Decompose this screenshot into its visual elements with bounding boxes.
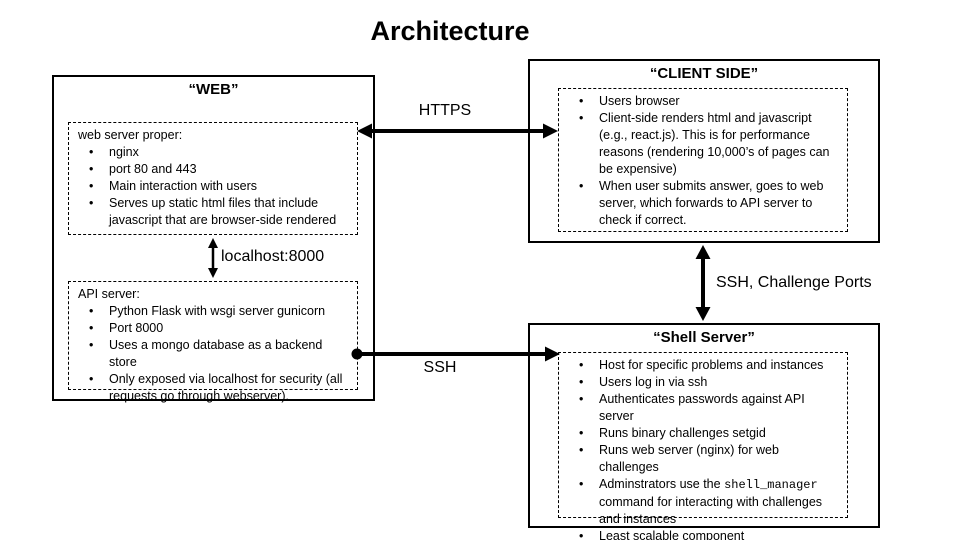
client-panel: Users browser Client-side renders html a… <box>558 88 848 232</box>
web-box: “WEB” web server proper: nginx port 80 a… <box>52 75 375 403</box>
page-title: Architecture <box>370 16 530 46</box>
bullet-item: Uses a mongo database as a backend store <box>78 337 352 371</box>
bullet-item: nginx <box>78 144 352 161</box>
bullet-item: Client-side renders html and javascript … <box>568 110 842 178</box>
shell-panel: Host for specific problems and instances… <box>558 352 848 540</box>
api-server-panel: API server: Python Flask with wsgi serve… <box>68 281 358 403</box>
bullet-item: port 80 and 443 <box>78 161 352 178</box>
client-box: “CLIENT SIDE” Users browser Client-side … <box>528 59 880 243</box>
shell-box: “Shell Server” Host for specific problem… <box>528 323 880 540</box>
bullet-item: Port 8000 <box>78 320 352 337</box>
shell-manager-code: shell_manager <box>724 478 818 492</box>
localhost-label: localhost:8000 <box>221 248 325 265</box>
bullet-item: Users log in via ssh <box>568 374 842 391</box>
bullet-item: Serves up static html files that include… <box>78 195 352 229</box>
bullet-item: Least scalable component <box>568 528 842 540</box>
https-label: HTTPS <box>418 102 472 119</box>
admin-text-before: Adminstrators use the <box>599 477 725 491</box>
shell-bullets: Host for specific problems and instances… <box>568 357 842 540</box>
ssh-challenge-label: SSH, Challenge Ports <box>716 274 872 291</box>
ssh-challenge-arrow <box>695 245 711 321</box>
admin-text-after: command for interacting with challenges … <box>599 495 823 526</box>
shell-box-heading: “Shell Server” <box>653 329 755 346</box>
bullet-item: When user submits answer, goes to web se… <box>568 178 842 229</box>
bullet-item: Python Flask with wsgi server gunicorn <box>78 303 352 320</box>
web-server-panel: web server proper: nginx port 80 and 443… <box>68 122 358 235</box>
bullet-item: Runs binary challenges setgid <box>568 425 842 442</box>
bullet-item: Users browser <box>568 93 842 110</box>
client-box-heading: “CLIENT SIDE” <box>649 65 759 82</box>
bullet-item: Authenticates passwords against API serv… <box>568 391 842 425</box>
bullet-item-admin: Adminstrators use the shell_manager comm… <box>568 476 842 528</box>
api-server-label: API server: <box>78 287 140 301</box>
ssh-label: SSH <box>423 359 457 376</box>
web-server-bullets: nginx port 80 and 443 Main interaction w… <box>78 144 352 229</box>
bullet-item: Host for specific problems and instances <box>568 357 842 374</box>
api-server-bullets: Python Flask with wsgi server gunicorn P… <box>78 303 352 405</box>
web-server-label: web server proper: <box>78 128 183 142</box>
bullet-item: Only exposed via localhost for security … <box>78 371 352 405</box>
bullet-item: Main interaction with users <box>78 178 352 195</box>
client-bullets: Users browser Client-side renders html a… <box>568 93 842 229</box>
bullet-item: Runs web server (nginx) for web challeng… <box>568 442 842 476</box>
web-box-heading: “WEB” <box>188 81 239 98</box>
